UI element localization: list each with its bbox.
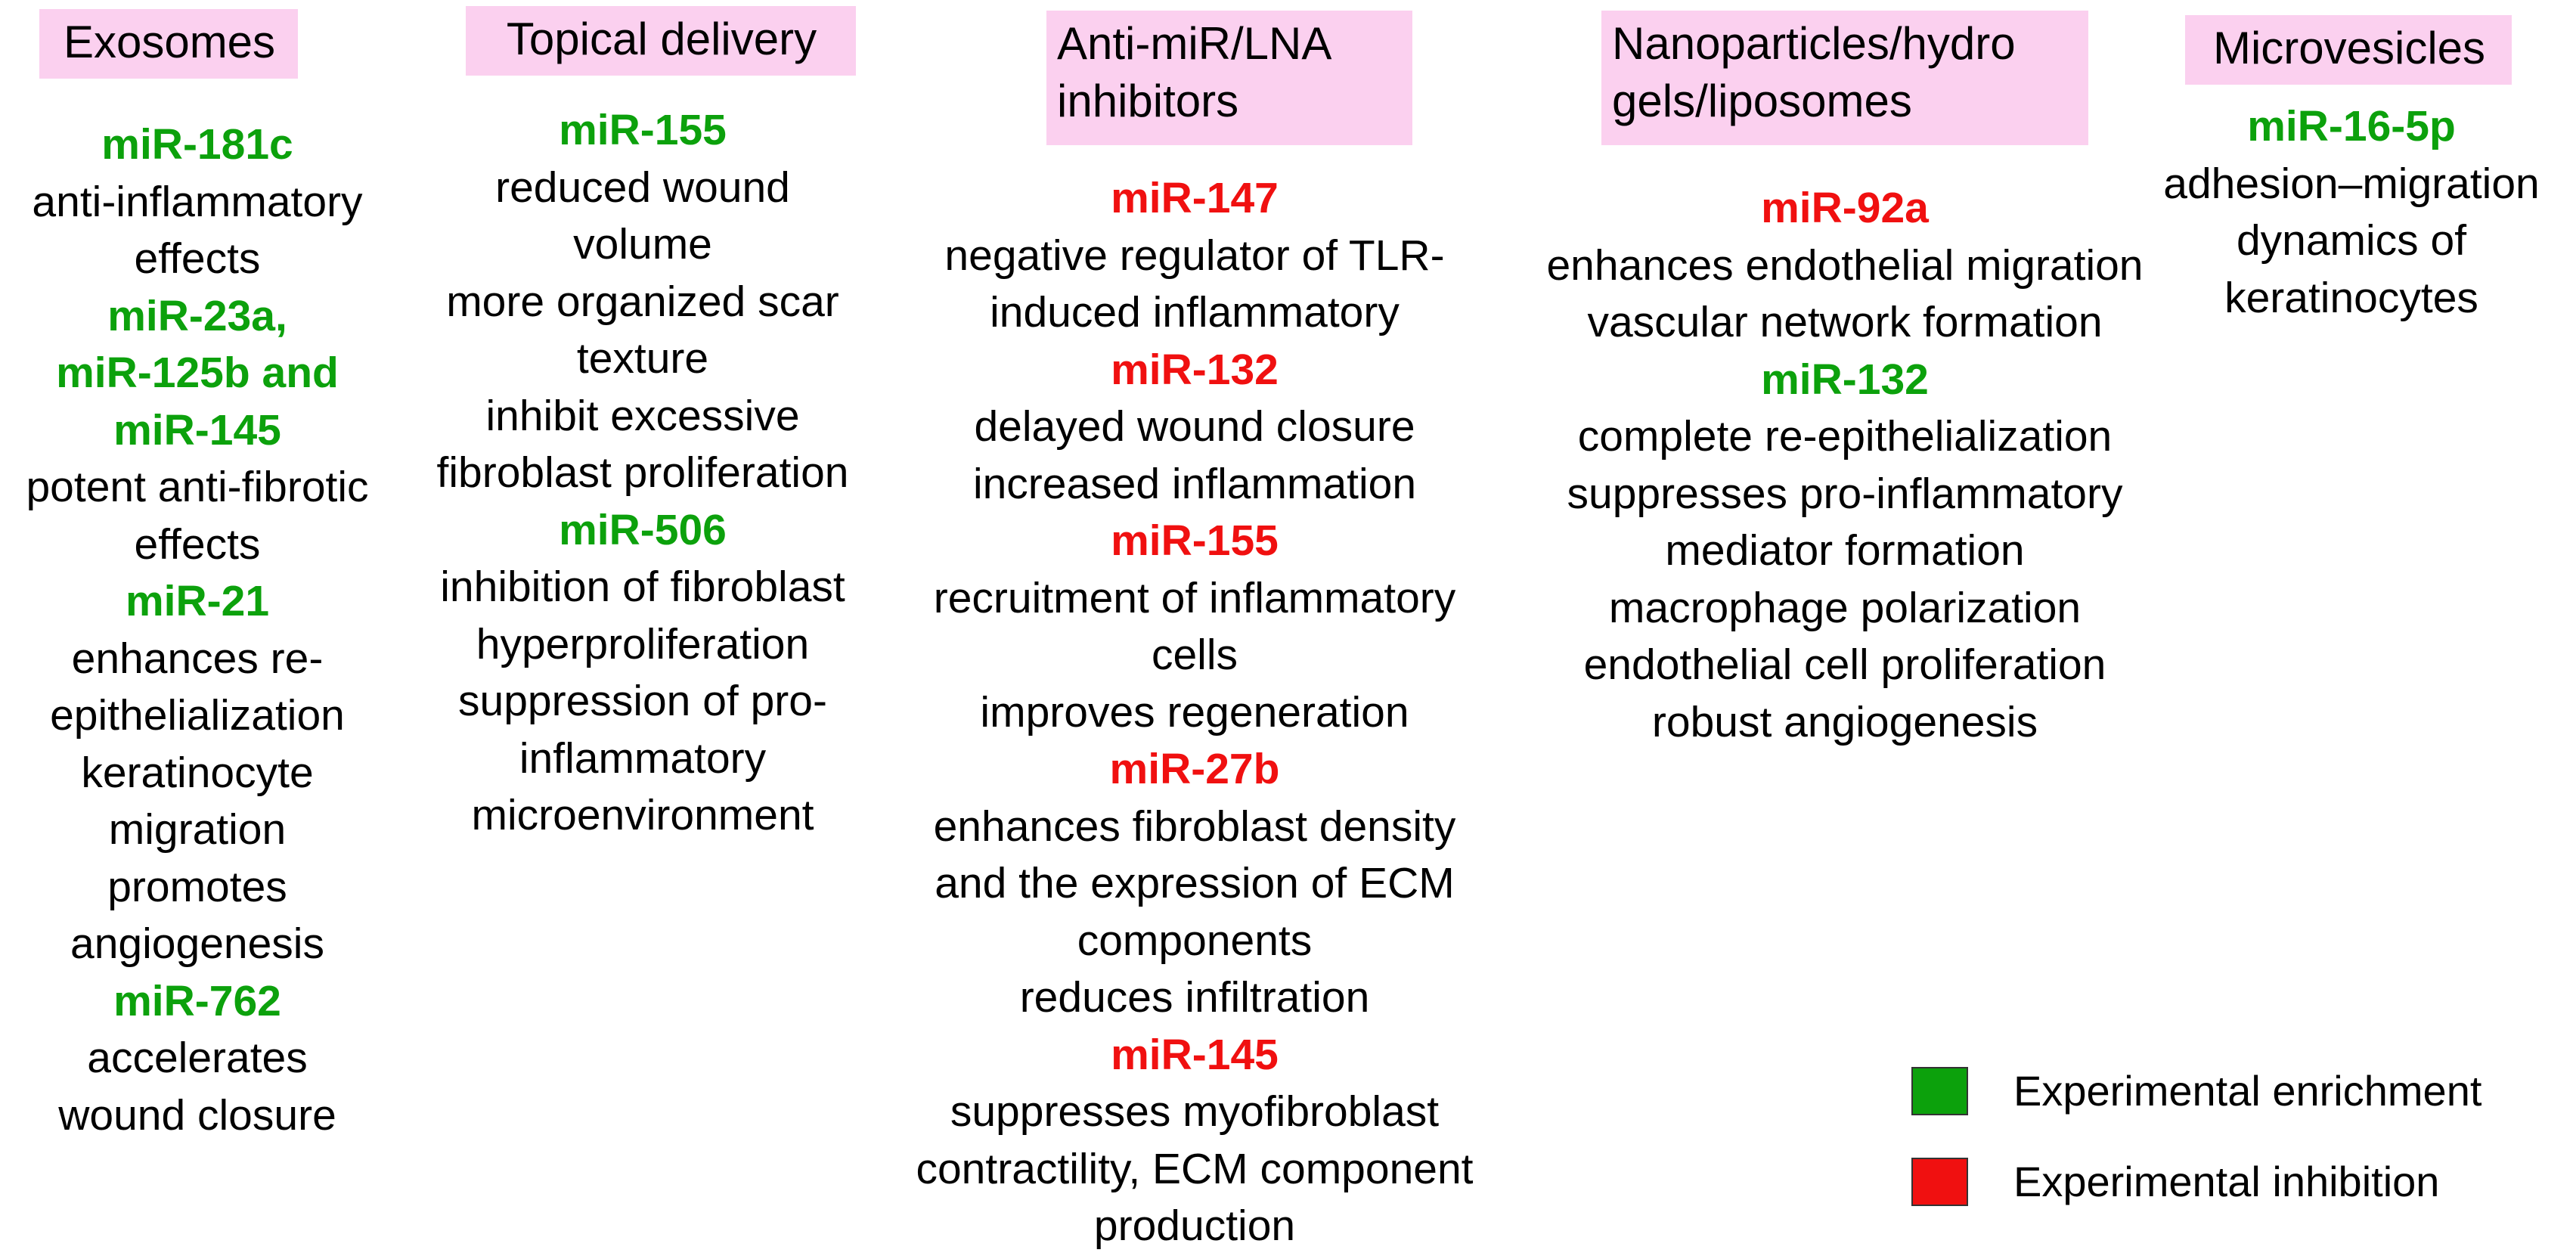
legend-enrichment: Experimental enrichment	[1911, 1066, 2481, 1115]
effect-text: complete re-epithelialization	[1577, 412, 2113, 460]
effect-text: dynamics of	[2236, 216, 2467, 265]
effect-text: volume	[573, 220, 712, 268]
mirna-label: miR-21	[125, 577, 270, 625]
column-exosomes-body: miR-181c anti-inflammatory effects miR-23a,…	[0, 116, 395, 1144]
effect-text: anti-inflammatory	[32, 177, 363, 226]
legend-inhibition-swatch	[1911, 1157, 1968, 1206]
mirna-label: miR-181c	[101, 120, 293, 169]
effect-text: suppresses myofibroblast	[950, 1087, 1440, 1136]
header-microvesicles: Microvesicles	[2185, 15, 2512, 85]
mirna-label: miR-155	[1111, 516, 1279, 565]
effect-text: angiogenesis	[70, 919, 324, 968]
mirna-label: miR-92a	[1761, 184, 1929, 232]
column-nanoparticles-body: miR-92a enhances endothelial migration vas…	[1505, 180, 2185, 751]
mirna-label: miR-23a,	[107, 291, 287, 340]
effect-text: wound closure	[58, 1090, 336, 1140]
effect-text: texture	[576, 334, 709, 383]
effect-text: improves regeneration	[980, 687, 1409, 736]
effect-text: production	[1093, 1202, 1296, 1250]
header-nanoparticles: Nanoparticles/hydro gels/liposomes	[1601, 11, 2088, 145]
effect-text: effects	[134, 519, 261, 569]
effect-text: reduced wound	[495, 163, 790, 212]
column-microvesicles-body: miR-16-5p adhesion–migration dynamics of ke…	[2140, 98, 2563, 327]
effect-text: inhibit excessive	[485, 391, 800, 440]
effect-text: recruitment of inflammatory	[933, 573, 1456, 622]
header-nanoparticles-line-2: gels/liposomes	[1612, 76, 1912, 126]
effect-text: effects	[134, 234, 261, 283]
effect-text: cells	[1151, 631, 1238, 679]
mirna-label: miR-145	[113, 405, 281, 454]
mirna-label: miR-145	[1111, 1030, 1279, 1079]
effect-text: suppresses pro-inflammatory	[1567, 469, 2123, 518]
mirna-label: miR-506	[559, 505, 727, 554]
effect-text: macrophage polarization	[1608, 583, 2082, 632]
mirna-label: miR-762	[113, 976, 281, 1025]
effect-text: promotes	[107, 862, 287, 911]
mirna-label: miR-27b	[1109, 745, 1280, 793]
mirna-label: miR-16-5p	[2247, 102, 2456, 150]
effect-text: negative regulator of TLR-	[944, 231, 1445, 280]
effect-text: reduces infiltration	[1019, 973, 1370, 1022]
header-exosomes-line-1: Exosomes	[63, 17, 276, 67]
effect-text: components	[1077, 916, 1313, 965]
mirna-label: miR-125b and	[56, 349, 339, 397]
header-nanoparticles-line-1: Nanoparticles/hydro	[1612, 18, 2016, 69]
effect-text: increased inflammation	[972, 459, 1417, 508]
effect-text: suppression of pro-	[458, 677, 827, 725]
effect-text: keratinocyte	[81, 748, 314, 797]
legend-inhibition-label: Experimental inhibition	[2013, 1158, 2440, 1205]
effect-text: induced inflammatory	[990, 288, 1400, 336]
header-exosomes: Exosomes	[39, 9, 298, 79]
effect-text: endothelial cell proliferation	[1583, 640, 2106, 689]
effect-text: adhesion–migration	[2163, 159, 2540, 208]
effect-text: microenvironment	[471, 791, 814, 839]
effect-text: enhances fibroblast density	[933, 802, 1456, 851]
column-anti-mir-body: miR-147 negative regulator of TLR-induced…	[877, 170, 1512, 1255]
legend-inhibition: Experimental inhibition	[1911, 1157, 2439, 1206]
legend-enrichment-swatch	[1911, 1066, 1968, 1115]
effect-text: delayed wound closure	[974, 402, 1415, 451]
header-microvesicles-line-1: Microvesicles	[2212, 23, 2486, 73]
effect-text: potent anti-fibrotic	[26, 463, 369, 511]
effect-text: vascular network formation	[1587, 298, 2103, 346]
header-anti-mir-lna-inhibitors: Anti-miR/LNA inhibitors	[1046, 11, 1412, 145]
mirna-label: miR-132	[1111, 345, 1279, 394]
effect-text: mediator formation	[1665, 526, 2025, 575]
header-anti-mir-line-1: Anti-miR/LNA	[1057, 18, 1332, 69]
mirna-label: miR-155	[559, 106, 727, 154]
effect-text: enhances endothelial migration	[1546, 240, 2144, 290]
header-anti-mir-line-2: inhibitors	[1057, 76, 1239, 126]
effect-text: contractility, ECM component	[916, 1144, 1474, 1193]
effect-text: fibroblast proliferation	[436, 448, 849, 497]
effect-text: keratinocytes	[2224, 273, 2478, 322]
effect-text: epithelialization	[50, 691, 345, 740]
header-topical-delivery: Topical delivery	[466, 6, 856, 76]
effect-text: and the expression of ECM	[935, 859, 1455, 907]
effect-text: accelerates	[87, 1034, 308, 1082]
effect-text: inhibition of fibroblast	[440, 563, 845, 611]
header-topical-delivery-line-1: Topical delivery	[506, 14, 817, 64]
effect-text: robust angiogenesis	[1651, 697, 2038, 746]
effect-text: enhances re-	[71, 634, 324, 683]
column-topical-delivery-body: miR-155 reduced wound volume more organized…	[408, 102, 877, 845]
effect-text: inflammatory	[519, 733, 767, 783]
effect-text: migration	[108, 805, 287, 854]
legend-enrichment-label: Experimental enrichment	[2013, 1067, 2482, 1115]
mirna-label: miR-132	[1761, 355, 1929, 404]
effect-text: more organized scar	[446, 277, 839, 326]
mirna-label: miR-147	[1111, 174, 1279, 222]
effect-text: hyperproliferation	[476, 619, 810, 668]
